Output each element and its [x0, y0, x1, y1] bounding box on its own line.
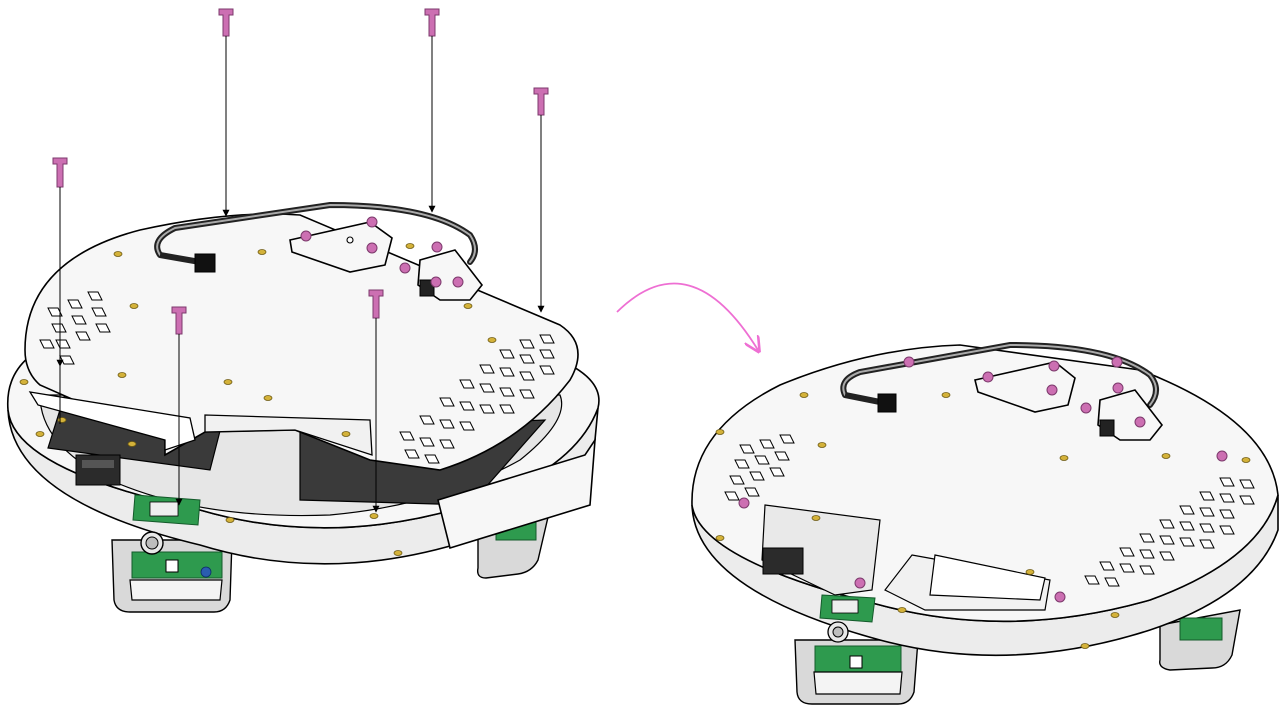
- vent-grid-left: [39, 291, 111, 365]
- cable-plug: [194, 253, 216, 273]
- brass-inserts-after: [715, 392, 1251, 649]
- sensor-leg-front-after: [794, 639, 919, 705]
- curved-arrow-icon: [616, 282, 758, 350]
- brass-inserts-left: [19, 243, 497, 556]
- loose-screw-3: [533, 87, 549, 313]
- loose-screw-5: [171, 306, 187, 506]
- sensor-leg-front: [111, 539, 233, 613]
- mount-block-2: [417, 249, 484, 301]
- mount-block-after-2: [1097, 389, 1164, 441]
- cable-handle-after: [840, 341, 1159, 413]
- front-pcb: [132, 494, 201, 526]
- sensor-leg-right-after: [1159, 609, 1241, 671]
- connector-header: [75, 454, 121, 486]
- loose-screw-2: [424, 8, 440, 213]
- installed-screws-after: [738, 356, 1228, 603]
- loose-screw-1: [218, 8, 234, 217]
- vent-grid-left-after: [724, 434, 795, 501]
- connector-header-after: [762, 547, 804, 575]
- cable-handle: [154, 201, 478, 273]
- loose-screw-4: [52, 157, 68, 424]
- vent-grid-right: [399, 334, 555, 464]
- base-assembly-after: [691, 341, 1279, 705]
- vent-grid-right-after: [1084, 477, 1255, 587]
- base-assembly-before: [6, 8, 600, 613]
- installed-screws-left: [300, 216, 464, 288]
- loose-screw-6: [368, 289, 384, 513]
